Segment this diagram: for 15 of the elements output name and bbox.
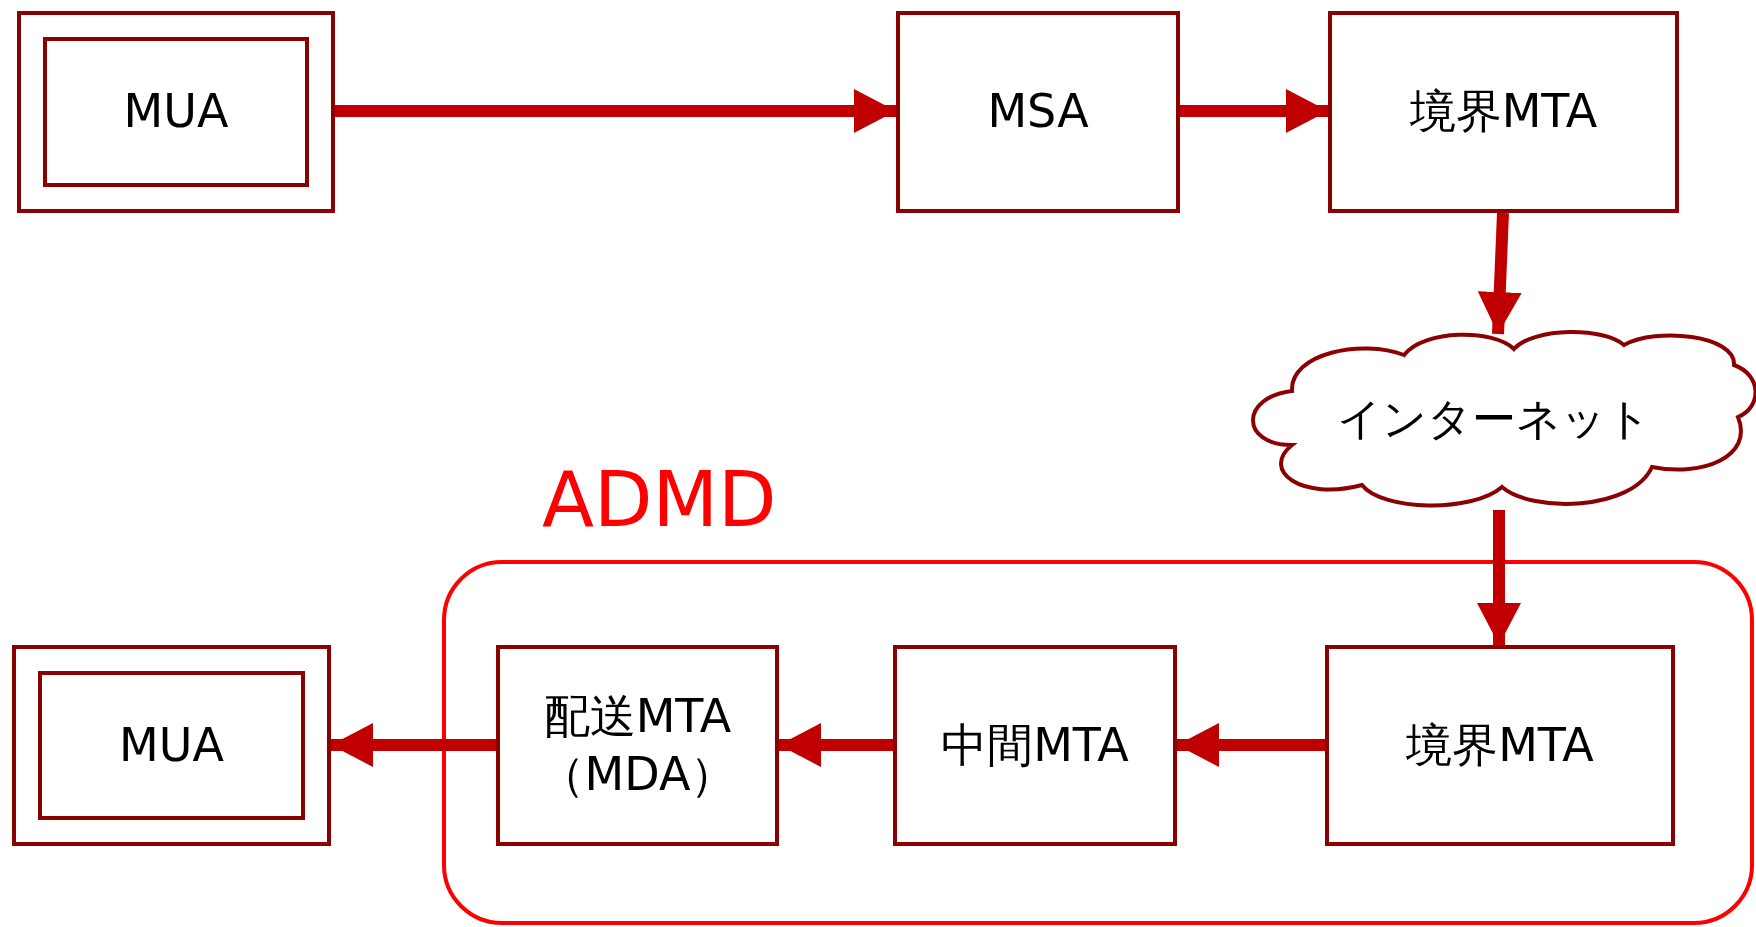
process-box: MUA: [12, 645, 331, 846]
process-box: 配送MTA（MDA）: [496, 645, 779, 846]
cloud-label: インターネット: [1336, 392, 1652, 446]
arrow: [779, 723, 893, 767]
process-box: MSA: [896, 11, 1180, 213]
group-label: ADMD: [542, 455, 777, 545]
arrow: [1177, 723, 1325, 767]
process-box: 境界MTA: [1328, 11, 1679, 213]
arrow: [1180, 89, 1328, 133]
arrow: [1477, 212, 1522, 335]
arrow: [331, 723, 496, 767]
process-box: MUA: [17, 11, 335, 213]
process-box: 境界MTA: [1325, 645, 1675, 846]
process-box: 中間MTA: [893, 645, 1177, 846]
arrow: [335, 89, 896, 133]
